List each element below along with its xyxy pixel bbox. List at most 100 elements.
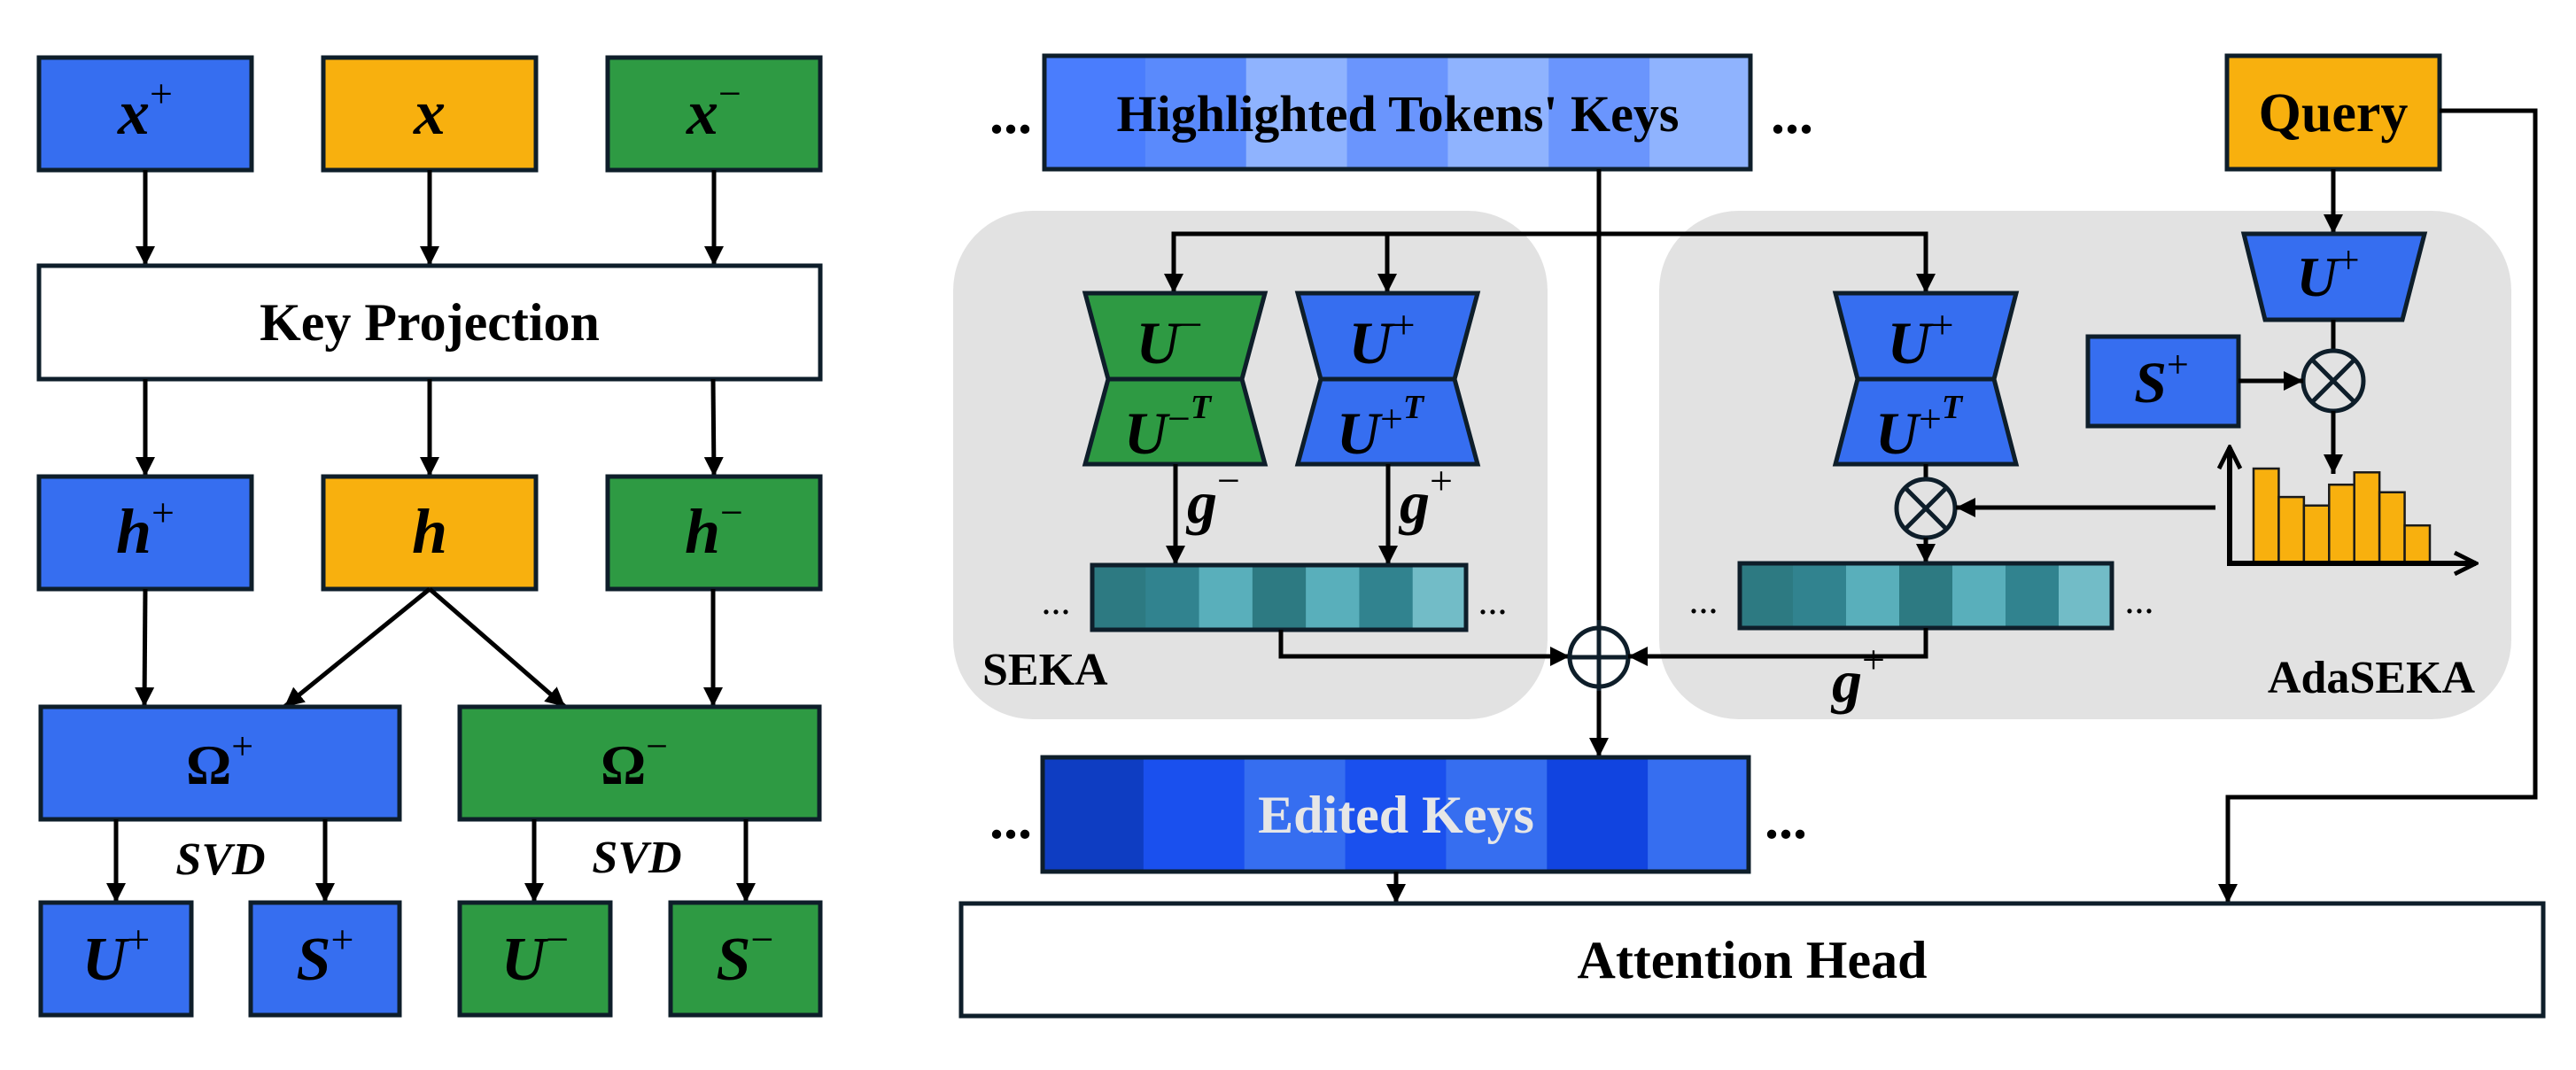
stripe-segment bbox=[1199, 565, 1253, 630]
arrow-adaseka-to-sum bbox=[1628, 628, 1928, 666]
right-panel: ... Highlighted Tokens' Keys ... Query U… bbox=[953, 53, 2546, 1019]
stripe-segment bbox=[1547, 757, 1649, 872]
ellipsis-right-edited: ... bbox=[1765, 787, 1807, 850]
histogram-bar bbox=[2378, 491, 2406, 565]
u-plus-box: U+ bbox=[38, 900, 194, 1018]
stripe-segment bbox=[1143, 757, 1245, 872]
box-fill bbox=[41, 903, 191, 1015]
ellipsis-left-edited: ... bbox=[989, 787, 1032, 850]
s-plus-box: S+ bbox=[2085, 334, 2241, 429]
hourglass-bottom bbox=[1085, 379, 1265, 464]
stripe-segment bbox=[1648, 757, 1750, 872]
stripe-segment bbox=[1244, 757, 1346, 872]
wire-query-bypass bbox=[2225, 108, 2538, 850]
omega-minus-label: Ω− bbox=[601, 725, 668, 796]
trapezoid-fill bbox=[2244, 234, 2425, 320]
g-minus-label: g− bbox=[1185, 458, 1240, 536]
arrow-h-to-omega-minus bbox=[428, 587, 567, 709]
sum-operator-icon bbox=[1567, 620, 1631, 691]
stripe-segment bbox=[1043, 757, 1144, 872]
s-minus-label: S− bbox=[717, 917, 774, 994]
box-fill bbox=[2227, 56, 2440, 169]
box-fill bbox=[460, 903, 610, 1015]
hourglass-top bbox=[1835, 293, 2016, 379]
h-plus-box: h+ bbox=[36, 474, 254, 592]
box-fill bbox=[2088, 337, 2238, 426]
stripe-segment bbox=[1252, 565, 1307, 630]
ellipsis-right-highlighted: ... bbox=[1771, 82, 1813, 145]
stripe-segment bbox=[2006, 563, 2060, 628]
u-plus-label: U+ bbox=[1348, 302, 1415, 376]
arrow-h-to-omega-plus bbox=[283, 587, 431, 709]
stripe-segment bbox=[1899, 563, 1953, 628]
edited-keys-box: Edited Keys bbox=[1040, 755, 1751, 874]
multiply-diag-2 bbox=[2310, 358, 2356, 404]
u-minus-transpose-label: U−T bbox=[1124, 389, 1213, 467]
u-plus-query-label: U+ bbox=[2296, 238, 2359, 308]
weight-histogram bbox=[2227, 447, 2476, 566]
multiply-diag-2 bbox=[1904, 486, 1948, 531]
seka-neg-projection-hourglass: U− U−T bbox=[1082, 291, 1269, 467]
seka-gated-keys-bar bbox=[1090, 562, 1469, 632]
box-fill bbox=[251, 903, 400, 1015]
hourglass-bottom bbox=[1835, 379, 2016, 464]
ellipsis-right-adaseka-gate: ... bbox=[2125, 578, 2154, 622]
attention-head-box: Attention Head bbox=[958, 901, 2546, 1019]
adaseka-gate-stripes bbox=[1740, 563, 2113, 628]
stripe-segment bbox=[1346, 56, 1449, 169]
u-plus-label: U+ bbox=[1887, 302, 1953, 376]
seka-title: SEKA bbox=[982, 645, 1108, 695]
box-border bbox=[1042, 53, 1753, 172]
u-minus-label: U− bbox=[501, 917, 570, 994]
input-x-minus-box: x− bbox=[605, 55, 823, 173]
u-minus-label: U− bbox=[1136, 302, 1202, 376]
hourglass-bottom bbox=[1298, 379, 1478, 464]
s-plus-box: S+ bbox=[248, 900, 402, 1018]
box-fill bbox=[39, 266, 820, 379]
highlighted-keys-label: Highlighted Tokens' Keys bbox=[1117, 85, 1680, 143]
histogram-bar bbox=[2403, 523, 2432, 565]
stripe-segment bbox=[1044, 56, 1146, 169]
seka-gate-stripes bbox=[1092, 565, 1467, 630]
stripe-segment bbox=[1412, 565, 1467, 630]
histogram-bar bbox=[2252, 467, 2280, 565]
omega-plus-box: Ω+ bbox=[38, 704, 402, 822]
box-fill bbox=[323, 58, 536, 170]
edited-keys-label: Edited Keys bbox=[1258, 786, 1534, 844]
ellipsis-left-seka-gate: ... bbox=[1042, 579, 1071, 623]
stripe-segment bbox=[1846, 563, 1900, 628]
s-plus-label: S+ bbox=[297, 917, 354, 994]
highlighted-keys-stripes bbox=[1044, 56, 1751, 169]
stripe-segment bbox=[1359, 565, 1414, 630]
stripe-segment bbox=[1649, 56, 1751, 169]
stripe-segment bbox=[1446, 757, 1548, 872]
histogram-bar bbox=[2353, 471, 2381, 565]
g-plus-adaseka-label: g+ bbox=[1830, 637, 1885, 715]
box-fill bbox=[460, 707, 819, 819]
query-box: Query bbox=[2224, 53, 2442, 172]
box-border bbox=[38, 704, 402, 822]
x-plus-label: x+ bbox=[117, 71, 173, 148]
h-plus-label: h+ bbox=[116, 490, 175, 567]
histogram-bars bbox=[2252, 467, 2432, 565]
box-fill bbox=[608, 477, 820, 589]
histogram-bar bbox=[2328, 483, 2355, 565]
seka-pos-projection-hourglass: U+ U+T bbox=[1294, 291, 1481, 467]
hourglass-top bbox=[1298, 293, 1478, 379]
svd-label-positive: SVD bbox=[175, 834, 265, 885]
adaseka-pos-projection-hourglass: U+ U+T bbox=[1832, 291, 2020, 467]
stripe-segment bbox=[1447, 56, 1549, 169]
input-x-plus-box: x+ bbox=[36, 55, 254, 173]
stripe-segment bbox=[1793, 563, 1847, 628]
edited-keys-stripes bbox=[1043, 757, 1750, 872]
stripe-segment bbox=[1145, 565, 1200, 630]
arrow-seka-to-sum bbox=[1278, 630, 1570, 666]
box-border bbox=[668, 900, 823, 1018]
box-border bbox=[38, 900, 194, 1018]
attention-head-label: Attention Head bbox=[1578, 931, 1928, 989]
x-label: x bbox=[413, 77, 446, 148]
box-fill bbox=[608, 58, 820, 170]
stripe-segment bbox=[1952, 563, 2006, 628]
omega-minus-box: Ω− bbox=[457, 704, 822, 822]
